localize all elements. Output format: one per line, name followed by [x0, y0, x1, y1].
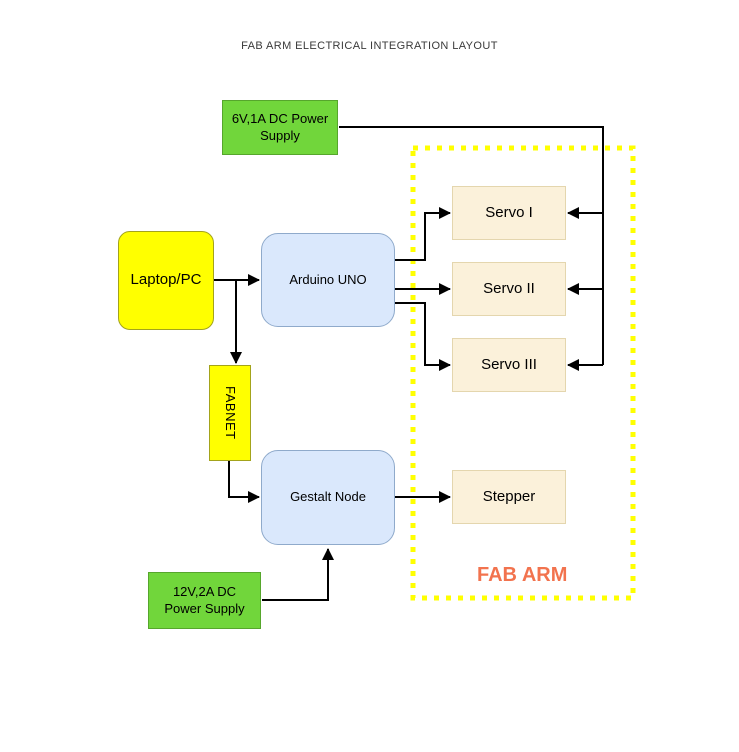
- node-servo-1-label: Servo I: [485, 203, 533, 221]
- node-servo-3: Servo III: [452, 338, 566, 392]
- node-6v-power-supply-label: 6V,1A DC Power Supply: [231, 111, 329, 143]
- node-laptop-pc-label: Laptop/PC: [130, 271, 202, 289]
- node-servo-1: Servo I: [452, 186, 566, 240]
- fab-arm-region-label: FAB ARM: [477, 564, 568, 586]
- node-fabnet: FABNET: [209, 365, 251, 461]
- node-arduino-uno: Arduino UNO: [261, 233, 395, 327]
- diagram-title: FAB ARM ELECTRICAL INTEGRATION LAYOUT: [241, 40, 498, 52]
- node-fabnet-label: FABNET: [223, 386, 239, 440]
- node-laptop-pc: Laptop/PC: [118, 231, 214, 330]
- arrow-fabnet-to-gestalt: [228, 461, 260, 503]
- node-gestalt-node: Gestalt Node: [261, 450, 395, 545]
- node-stepper-label: Stepper: [482, 487, 536, 505]
- node-servo-2-label: Servo II: [483, 279, 535, 297]
- arrow-arduino-to-servo1: [395, 207, 451, 261]
- node-12v-power-supply-label: 12V,2A DC Power Supply: [164, 584, 245, 616]
- node-stepper: Stepper: [452, 470, 566, 524]
- arrow-arduino-to-servo3: [395, 302, 451, 371]
- node-servo-2: Servo II: [452, 262, 566, 316]
- node-arduino-uno-label: Arduino UNO: [289, 271, 367, 287]
- node-6v-power-supply: 6V,1A DC Power Supply: [222, 100, 338, 155]
- node-servo-3-label: Servo III: [481, 355, 537, 373]
- node-gestalt-node-label: Gestalt Node: [290, 489, 366, 505]
- fab-arm-boundary: [410, 145, 636, 601]
- arrow-12v-to-gestalt: [262, 548, 334, 601]
- node-12v-power-supply: 12V,2A DC Power Supply: [148, 572, 261, 629]
- wire-6v-power-bus: [339, 126, 604, 365]
